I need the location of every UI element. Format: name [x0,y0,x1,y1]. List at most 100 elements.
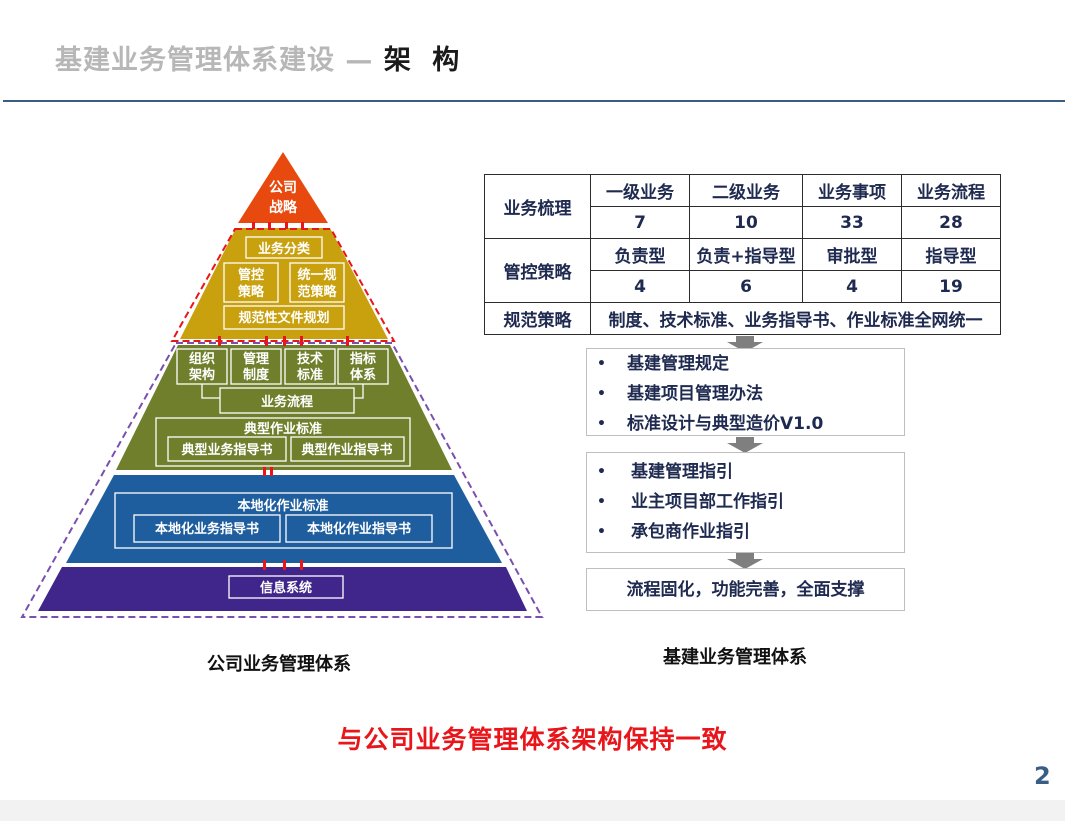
table-cell: 二级业务 [689,174,803,207]
list-item: •标准设计与典型造价V1.0 [587,409,904,439]
connector-mark [252,222,255,229]
connector-line [201,384,220,399]
green-layer-boxes [155,348,411,467]
row-label-business-sorting: 业务梳理 [484,174,591,239]
label-typical-work-guide: 典型作业指导书 [301,442,392,458]
label-org-structure-2: 架构 [188,367,215,383]
label-typical-standard: 典型作业标准 [244,421,322,437]
final-box: 流程固化，功能完善，全面支撑 [586,568,905,611]
apex-line1: 公司 [269,180,297,196]
pyramid-layer-blue [66,475,502,563]
pyramid-layer-purple [38,567,527,611]
connector-mark [265,336,268,346]
connector-mark [218,336,221,346]
list-item: •基建管理规定 [587,349,904,379]
table-cell: 33 [802,206,902,239]
table-cell: 一级业务 [590,174,690,207]
connector-mark [270,466,273,476]
regulations-box: •基建管理规定 •基建项目管理办法 •标准设计与典型造价V1.0 [586,348,905,436]
label-typical-business-guide: 典型业务指导书 [181,442,272,458]
row-label-control-strategy: 管控策略 [484,238,591,303]
table-cell: 指导型 [901,238,1001,271]
bullet-icon: • [597,356,606,372]
connector-mark [300,560,303,570]
connector-marks [218,222,349,570]
blue-layer-boxes [114,492,453,549]
label-mgmt-system-2: 制度 [243,367,270,383]
table-cell: 审批型 [802,238,902,271]
label-indicator-system-1: 指标 [350,351,376,367]
pyramid-diagram: 公司 战略 业务分类 管控 策略 统一规 [20,152,544,618]
label-business-process: 业务流程 [261,394,313,410]
table-cell: 7 [590,206,690,239]
title-prefix: 基建业务管理体系建设 — [55,45,374,76]
box-typical-standard [155,417,411,467]
bullet-icon: • [597,416,606,432]
connector-mark [263,466,266,476]
table-cell: 业务事项 [802,174,902,207]
label-local-work-guide: 本地化作业指导书 [307,521,411,537]
label-business-category: 业务分类 [258,241,311,257]
title-underline [3,100,1065,102]
connector-mark [268,222,271,229]
box-typical-business-guide [167,436,287,462]
label-local-business-guide: 本地化业务指导书 [155,521,259,537]
table-cell: 10 [689,206,803,239]
title-main: 架 构 [383,45,466,76]
label-control-strategy-1: 管控 [238,267,264,283]
dashed-outline-purple [20,342,544,618]
pyramid-layer-gold [180,228,388,339]
label-normative-planning: 规范性文件规划 [238,310,329,326]
box-tech-standard [284,348,336,385]
bullet-icon: • [597,464,606,480]
page-number: 2 [1034,762,1051,790]
box-mgmt-system [230,348,282,385]
list-item: •业主项目部工作指引 [587,487,904,517]
label-local-standard: 本地化作业标准 [237,498,328,514]
table-cell: 负责型 [590,238,690,271]
pyramid-layer-green [116,345,452,470]
connector-mark [263,560,266,570]
box-business-process [219,387,355,414]
gold-layer-boxes [223,236,345,330]
bullet-icon: • [597,386,606,402]
label-tech-standard-2: 标准 [296,367,323,383]
table-row: 管控策略 负责型 负责+指导型 审批型 指导型 [484,238,1001,303]
label-info-system: 信息系统 [260,580,312,596]
connector-mark [283,336,286,346]
box-typical-work-guide [290,436,405,462]
connector-line [354,384,364,399]
right-caption: 基建业务管理体系 [663,647,807,668]
connector-mark [301,222,304,229]
table-cell: 负责+指导型 [689,238,803,271]
table-cell: 6 [689,270,803,303]
box-local-work-guide [285,514,433,543]
bullet-icon: • [597,494,606,510]
connector-mark [346,336,349,346]
pyramid-apex [238,152,328,223]
label-mgmt-system-1: 管理 [243,351,269,367]
slide-title: 基建业务管理体系建设 — 架 构 [55,38,465,77]
conclusion-text: 与公司业务管理体系架构保持一致 [337,725,728,754]
table-cell: 28 [901,206,1001,239]
box-normative-planning [223,305,345,330]
connector-mark [285,222,288,229]
row-label-norm-strategy: 规范策略 [484,302,591,335]
label-tech-standard-1: 技术 [297,351,323,367]
box-business-category [245,236,323,259]
connector-mark [300,336,303,346]
connector-mark [283,560,286,570]
table-cell: 4 [590,270,690,303]
table-row: 业务梳理 一级业务 二级业务 业务事项 业务流程 [484,174,1001,239]
list-item: •承包商作业指引 [587,517,904,547]
bullet-icon: • [597,524,606,540]
box-unified-norm [289,262,345,303]
label-unified-norm-1: 统一规 [297,267,336,283]
table-cell: 19 [901,270,1001,303]
slide: 基建业务管理体系建设 — 架 构 公司 战略 [0,0,1065,800]
list-item: •基建项目管理办法 [587,379,904,409]
apex-line2: 战略 [269,199,298,216]
label-org-structure-1: 组织 [189,351,215,367]
pyramid-caption: 公司业务管理体系 [207,654,351,675]
box-info-system [228,575,344,599]
